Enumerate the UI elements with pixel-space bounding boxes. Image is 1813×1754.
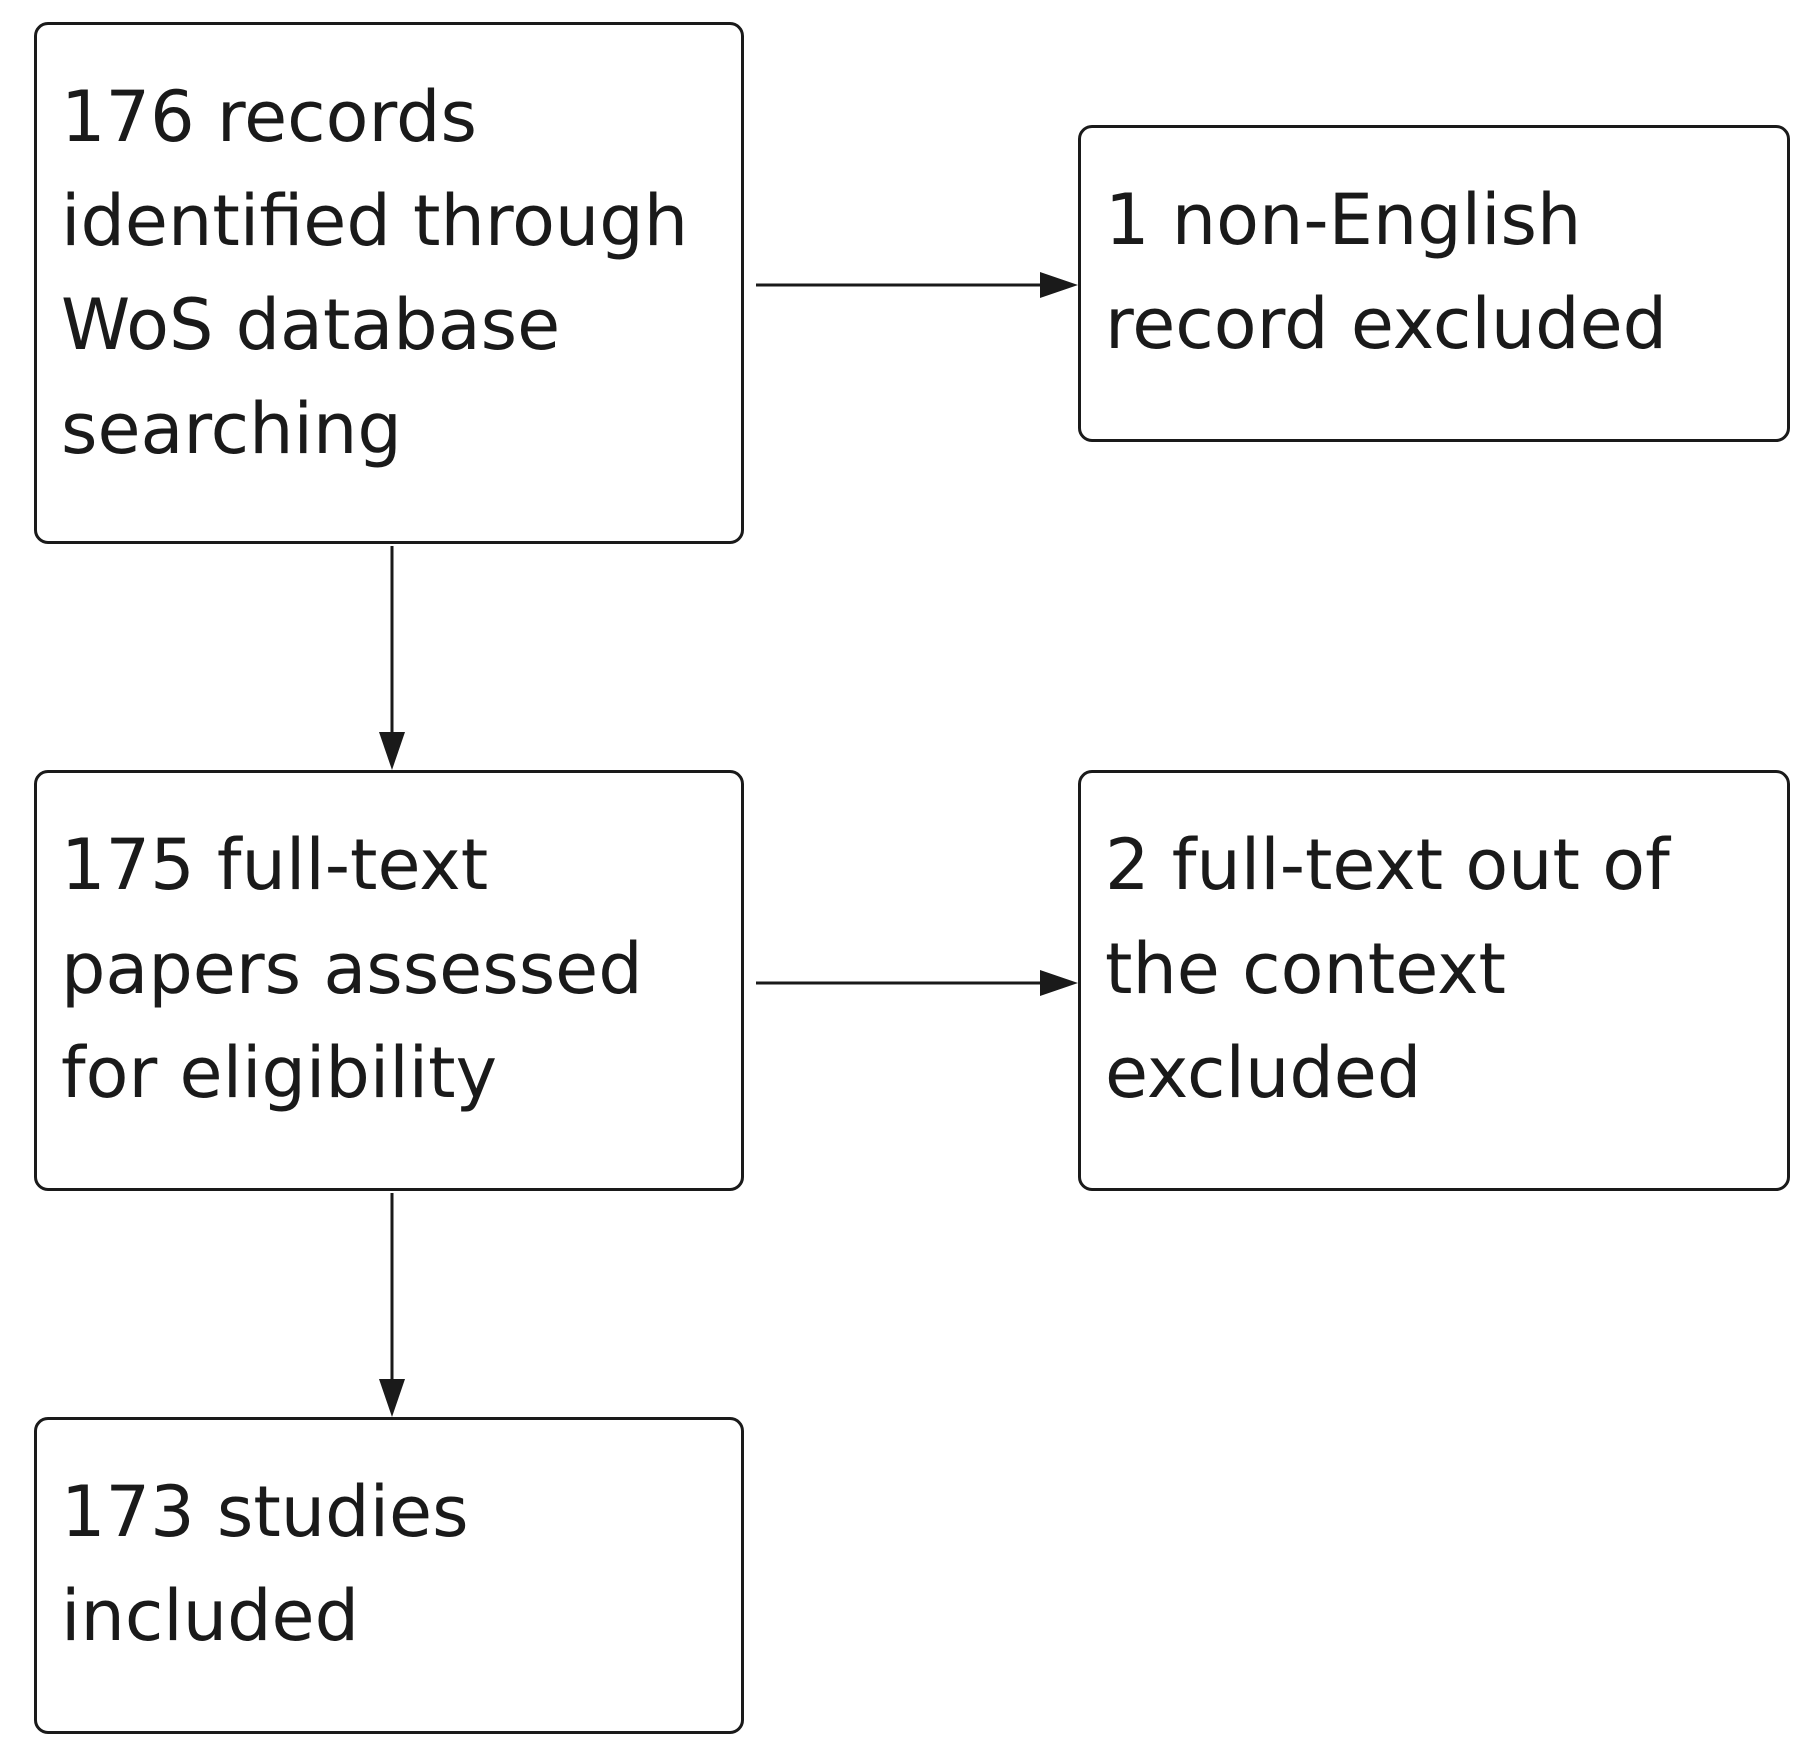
studies-included-box: 173 studies included xyxy=(34,1417,744,1734)
arrowhead-right-2 xyxy=(1040,970,1078,996)
out-of-context-excluded-box: 2 full-text out of the context excluded xyxy=(1078,770,1790,1191)
full-text-assessed-box: 175 full-text papers assessed for eligib… xyxy=(34,770,744,1191)
arrowhead-down-2 xyxy=(379,1379,405,1417)
non-english-excluded-box: 1 non-English record excluded xyxy=(1078,125,1790,442)
records-identified-box: 176 records identified through WoS datab… xyxy=(34,22,744,544)
arrowhead-right-1 xyxy=(1040,272,1078,298)
arrowhead-down-1 xyxy=(379,732,405,770)
